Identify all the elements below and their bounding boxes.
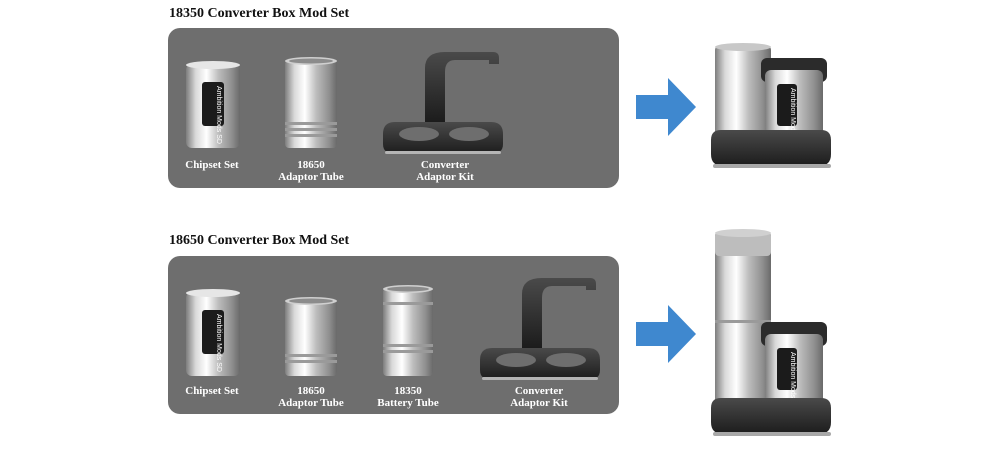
right-arrow-icon (636, 78, 696, 136)
right-arrow-icon (636, 305, 696, 363)
tube-icon (285, 57, 337, 148)
section-title-18350: 18350 Converter Box Mod Set (169, 6, 350, 21)
item-label-chipset: Chipset Set (185, 159, 239, 171)
chip-text: Ambition Mods SD (215, 314, 222, 372)
tube-icon (383, 285, 433, 376)
chipset-icon: Ambition Mods SD (186, 289, 240, 376)
tube-icon (285, 297, 337, 376)
assembled-18650-mod-image: Ambition Mods SD (711, 229, 831, 436)
item-label-battery-tube: 18350 Battery Tube (377, 385, 439, 409)
item-label-adaptor-tube: 18650 Adaptor Tube (278, 159, 344, 183)
item-label-chipset: Chipset Set (185, 385, 239, 397)
chipset-icon: Ambition Mods SD (186, 61, 240, 148)
components-panel-18650: Ambition Mods SD Chipset Set 18650 Adapt… (168, 256, 619, 414)
item-label-adaptor-kit: Converter Adaptor Kit (416, 159, 474, 183)
result-chip-text: Ambition Mods SD (789, 88, 796, 146)
item-label-adaptor-tube: 18650 Adaptor Tube (278, 385, 344, 409)
components-panel-18350: Ambition Mods SD Chipset Set 18650 Adapt… (168, 28, 619, 188)
adaptor-kit-icon (383, 52, 503, 154)
result-chip-text: Ambition Mods SD (789, 352, 796, 410)
section-title-18650: 18650 Converter Box Mod Set (169, 233, 350, 248)
item-label-adaptor-kit: Converter Adaptor Kit (510, 385, 568, 409)
assembled-18350-mod-image: Ambition Mods SD (711, 43, 831, 168)
chip-text: Ambition Mods SD (215, 86, 222, 144)
adaptor-kit-icon (480, 278, 600, 380)
